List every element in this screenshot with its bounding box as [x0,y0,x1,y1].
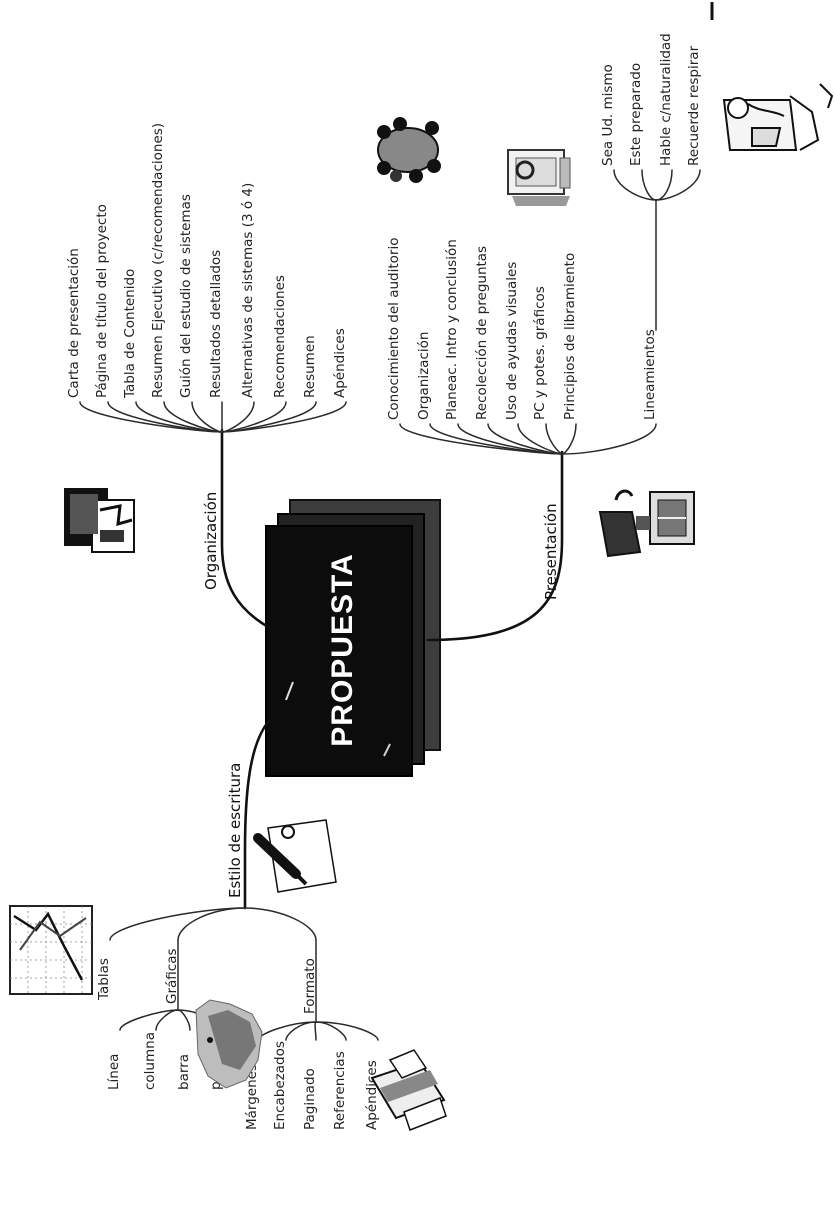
pres-item-principios[interactable]: Principios de libramiento [562,253,578,420]
org-item-resumen[interactable]: Resumen [302,335,318,398]
org-item-pagina-titulo[interactable]: Página de título del proyecto [94,204,110,398]
lin-item-respirar[interactable]: Recuerde respirar [686,45,702,166]
org-item-carta[interactable]: Carta de presentación [66,248,82,398]
line-chart-icon [10,906,92,994]
pres-item-recoleccion[interactable]: Recolección de preguntas [474,246,490,420]
presentacion-label[interactable]: Presentación [542,503,560,600]
center-title: PROPUESTA [326,553,359,746]
documents-icon [64,488,134,552]
branch-estilo [245,722,268,908]
org-item-resultados[interactable]: Resultados detallados [208,250,224,398]
estilo-item-tablas[interactable]: Tablas [96,958,112,1001]
lin-item-sea-ud[interactable]: Sea Ud. mismo [600,64,616,166]
printer-icon [372,1050,446,1130]
pres-item-lineamientos[interactable]: Lineamientos [642,329,658,420]
graf-item-barra[interactable]: barra [176,1054,192,1090]
organizacion-branches [80,402,346,432]
pres-item-pc[interactable]: PC y potes. gráficos [532,286,548,420]
fmt-item-referencias[interactable]: Referencias [332,1051,348,1130]
org-item-apendices[interactable]: Apéndices [332,328,348,398]
lineamientos-items: Sea Ud. mismo Este preparado Hable c/nat… [600,33,702,166]
pen-paper-icon [258,820,336,892]
lineamientos-branches [614,170,700,330]
lin-item-naturalidad[interactable]: Hable c/naturalidad [658,33,674,166]
estilo-item-formato[interactable]: Formato [302,958,318,1014]
lin-item-preparado[interactable]: Este preparado [628,63,644,166]
presentacion-branches [400,424,656,454]
presentacion-items: Conocimiento del auditorio Organización … [386,238,658,420]
organizacion-label[interactable]: Organización [202,492,220,590]
branch-organizacion [222,430,270,628]
pres-item-auditorio[interactable]: Conocimiento del auditorio [386,238,402,420]
projector-icon [600,491,694,556]
fmt-item-encabezados[interactable]: Encabezados [272,1041,288,1130]
center-node: PROPUESTA [266,500,440,776]
computer-icon [508,150,570,206]
estilo-item-graficas[interactable]: Gráficas [164,948,180,1004]
fmt-item-apendices[interactable]: Apéndices [364,1060,380,1130]
meeting-icon [377,117,441,183]
org-item-recomendaciones[interactable]: Recomendaciones [272,275,288,398]
pres-item-organizacion[interactable]: Organización [416,332,432,420]
estilo-label[interactable]: Estilo de escritura [226,763,244,898]
org-item-tabla-contenido[interactable]: Tabla de Contenido [122,269,138,399]
graf-item-columna[interactable]: columna [142,1032,158,1090]
graf-item-linea[interactable]: Línea [106,1054,122,1090]
pres-item-planeac[interactable]: Planeac. Intro y conclusión [444,239,460,420]
pres-item-ayudas[interactable]: Uso de ayudas visuales [504,262,520,420]
organizacion-items: Carta de presentación Página de título d… [66,123,348,399]
fmt-item-paginado[interactable]: Paginado [302,1068,318,1130]
org-item-guion[interactable]: Guión del estudio de sistemas [178,194,194,398]
org-item-resumen-ejecutivo[interactable]: Resumen Ejecutivo (c/recomendaciones) [150,123,166,398]
speaker-icon [724,84,832,150]
org-item-alternativas[interactable]: Alternativas de sistemas (3 ó 4) [240,183,256,398]
